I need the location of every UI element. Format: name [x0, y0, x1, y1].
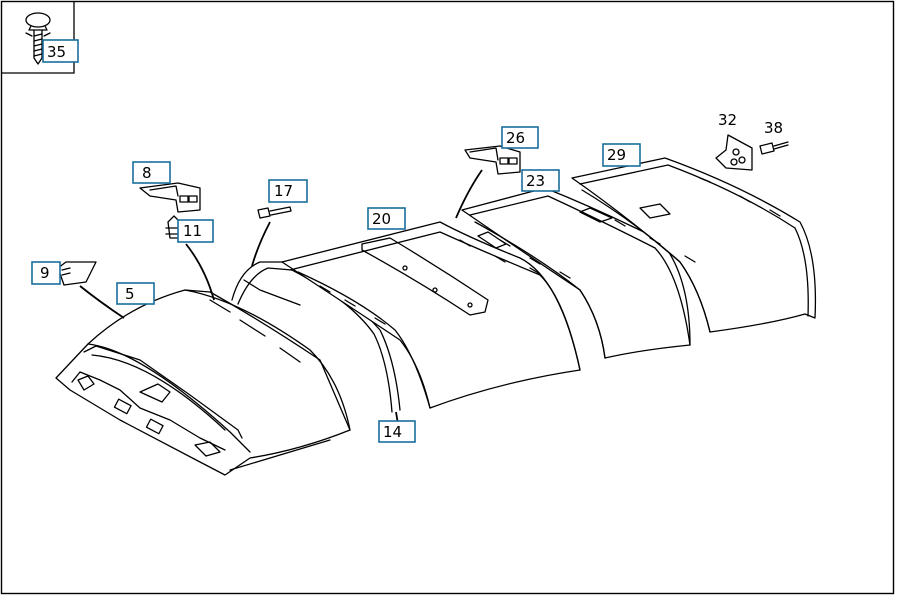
callout-23[interactable]: 23: [521, 169, 560, 192]
svg-text:14: 14: [383, 423, 402, 441]
svg-text:8: 8: [142, 164, 152, 182]
svg-text:5: 5: [125, 285, 135, 303]
rear-roof-panel-5: [55, 289, 351, 476]
leader-17: [251, 221, 271, 267]
svg-text:38: 38: [764, 119, 783, 137]
callout-5[interactable]: 5: [116, 282, 155, 305]
screw-17: [257, 206, 292, 219]
bracket-8: [139, 182, 201, 213]
leader-26: [455, 169, 483, 219]
svg-text:17: 17: [274, 182, 293, 200]
callout-14[interactable]: 14: [378, 420, 416, 443]
svg-text:11: 11: [183, 222, 202, 240]
callout-8[interactable]: 8: [132, 161, 171, 184]
bracket-26: [464, 145, 521, 175]
svg-text:29: 29: [607, 146, 626, 164]
svg-text:23: 23: [526, 172, 545, 190]
svg-text:26: 26: [506, 129, 525, 147]
pin-38: [759, 141, 789, 155]
leader-9: [79, 285, 125, 319]
push-rivet-35: [25, 12, 51, 65]
angle-bracket-32: [715, 134, 753, 171]
middle-roof-panel-20: [281, 221, 581, 409]
callout-17[interactable]: 17: [268, 179, 308, 203]
svg-text:20: 20: [372, 210, 391, 228]
svg-text:35: 35: [47, 43, 66, 61]
callout-26[interactable]: 26: [501, 126, 539, 149]
callout-20[interactable]: 20: [367, 207, 406, 230]
callout-29[interactable]: 29: [602, 143, 641, 167]
callout-11[interactable]: 11: [177, 219, 214, 243]
cover-9: [57, 261, 97, 286]
callout-38[interactable]: 38: [764, 119, 783, 137]
leader-11: [185, 243, 215, 301]
callout-9[interactable]: 9: [31, 261, 61, 285]
roof-panel-23: [461, 187, 691, 359]
svg-text:9: 9: [40, 264, 50, 282]
front-roof-panel-29: [571, 157, 817, 333]
svg-text:32: 32: [718, 111, 737, 129]
callout-35[interactable]: 35: [42, 39, 79, 63]
inset-box: [2, 2, 75, 74]
callout-32[interactable]: 32: [718, 111, 737, 129]
